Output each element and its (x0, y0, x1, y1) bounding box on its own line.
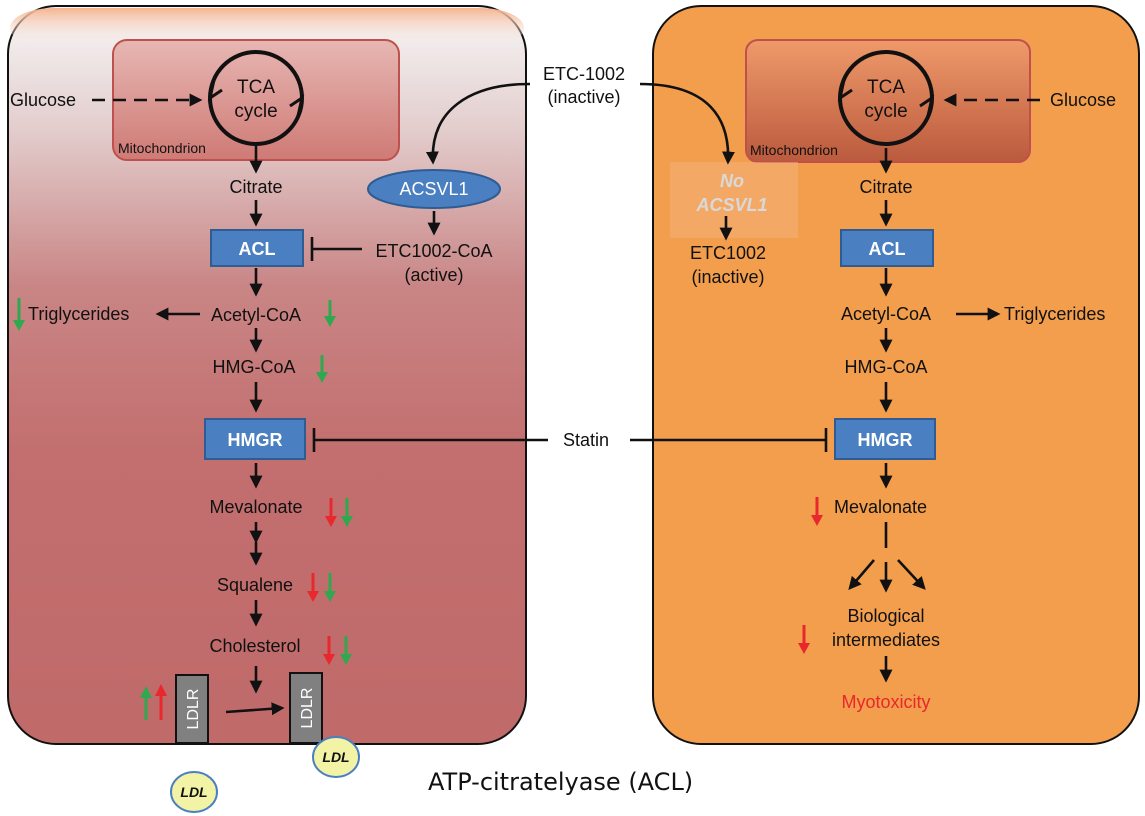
green-down-arrow-icon (324, 300, 336, 327)
tca-cycle-right: TCA cycle (837, 50, 935, 146)
ldlr-label-2: LDLR (299, 688, 316, 729)
hmgr-box-right: HMGR (834, 418, 936, 460)
green-down-arrow-icon (340, 636, 352, 665)
green-down-arrow-icon (324, 573, 336, 602)
inhibition-etc-coa-acl (310, 237, 362, 261)
no-acsvl1-box: No ACSVL1 (670, 162, 798, 238)
tca-label: TCA (237, 77, 275, 98)
green-down-arrow-icon (316, 355, 328, 383)
acl-box-left: ACL (210, 229, 304, 267)
mevalonate-label-right: Mevalonate (834, 497, 927, 517)
acsvl1-label: ACSVL1 (399, 179, 468, 199)
glucose-label-right: Glucose (1050, 90, 1116, 110)
green-down-arrow-icon (13, 298, 25, 331)
ldl-particle-2: LDL (170, 771, 218, 813)
acetyl-coa-label-left: Acetyl-CoA (211, 305, 301, 325)
etc-inactive-right-2: (inactive) (691, 267, 764, 287)
arrow-branch-right (897, 559, 926, 590)
indicator-arrows (13, 298, 823, 720)
acl-label-left: ACL (239, 239, 276, 259)
ldlr-receptor-2: LDLR (289, 672, 323, 744)
etc-1002-label: ETC-1002 (543, 64, 625, 84)
bio-label-1: Biological (847, 606, 924, 626)
right-cell: Mitochondrion TCA cycle Glucose Citrate … (652, 5, 1140, 745)
etc-coa-active-label: (active) (404, 265, 463, 285)
red-down-arrow-icon (798, 625, 810, 654)
red-down-arrow-icon (323, 636, 335, 665)
mevalonate-label-left: Mevalonate (209, 497, 302, 517)
left-cell: Mitochondrion TCA cycle Glucose Citrate … (7, 5, 527, 778)
bio-label-2: intermediates (832, 630, 940, 650)
tca-label-right: TCA (867, 77, 905, 98)
cycle-label-right: cycle (864, 101, 907, 122)
hmgr-label-left: HMGR (228, 430, 283, 450)
triglycerides-label-right: Triglycerides (1004, 304, 1105, 324)
acl-box-right: ACL (840, 229, 934, 267)
arrow-etc-to-acsvl1 (425, 82, 531, 165)
etc-1002-inactive-label: (inactive) (547, 87, 620, 107)
triglycerides-label-left: Triglycerides (28, 304, 129, 324)
red-down-arrow-icon (325, 498, 337, 527)
etc-coa-label: ETC1002-CoA (375, 241, 492, 261)
arrow-etc-to-noacsvl1 (639, 82, 735, 165)
figure-caption: ATP-citratelyase (ACL) (428, 768, 693, 796)
citrate-label-left: Citrate (229, 177, 282, 197)
hmgr-box-left: HMGR (204, 418, 306, 460)
mitochondrion-label: Mitochondrion (118, 140, 206, 156)
hmg-coa-label-right: HMG-CoA (844, 357, 927, 377)
arrow-ldlr-to-ldlr (225, 702, 285, 716)
cycle-label: cycle (234, 101, 277, 122)
tca-cycle-left: TCA cycle (207, 50, 305, 146)
green-up-arrow-icon (140, 686, 152, 720)
acsvl1-ellipse: ACSVL1 (367, 169, 501, 209)
red-down-arrow-icon (307, 573, 319, 602)
myotoxicity-label: Myotoxicity (841, 692, 930, 712)
cholesterol-label-left: Cholesterol (209, 636, 300, 656)
glucose-label-left: Glucose (10, 90, 76, 110)
squalene-label-left: Squalene (217, 575, 293, 595)
no-acsvl1-label: ACSVL1 (695, 195, 767, 215)
ldl-label-1: LDL (322, 749, 349, 765)
acetyl-coa-label-right: Acetyl-CoA (841, 304, 931, 324)
red-up-arrow-icon (155, 684, 167, 720)
statin-inhibition: Statin (312, 428, 828, 452)
ldl-particle-1: LDL (312, 736, 360, 778)
citrate-label-right: Citrate (859, 177, 912, 197)
arrow-branch-left (848, 559, 875, 590)
hmg-coa-label-left: HMG-CoA (212, 357, 295, 377)
hmgr-label-right: HMGR (858, 430, 913, 450)
acl-label-right: ACL (869, 239, 906, 259)
no-label: No (720, 171, 744, 191)
etc-inactive-right-1: ETC1002 (690, 243, 766, 263)
ldlr-label-1: LDLR (185, 689, 202, 730)
green-down-arrow-icon (341, 498, 353, 527)
statin-label: Statin (563, 430, 609, 450)
red-down-arrow-icon (811, 497, 823, 526)
ldl-label-2: LDL (180, 784, 207, 800)
mitochondrion-label-right: Mitochondrion (750, 142, 838, 158)
ldlr-receptor-1: LDLR (175, 674, 209, 744)
